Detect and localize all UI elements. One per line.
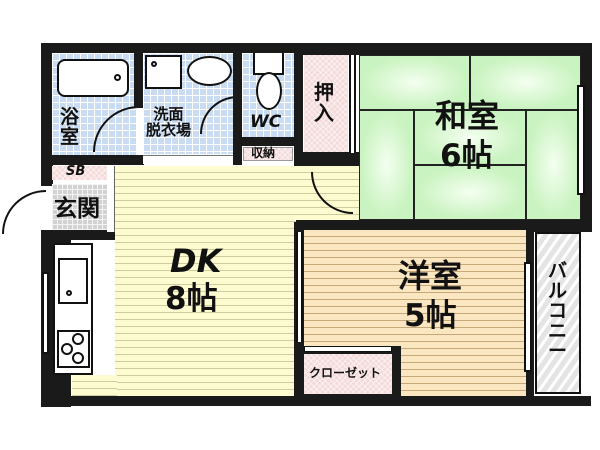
- wall-bath-wash: [134, 53, 143, 108]
- oshiire-closet: [304, 55, 348, 153]
- washitsu-window: [577, 85, 585, 195]
- storage-room: [243, 147, 293, 161]
- tatami-mat: [526, 110, 581, 220]
- outer-wall-top: [41, 43, 361, 55]
- washroom-label: 洗面 脱衣場: [146, 105, 192, 139]
- tatami-mat: [470, 55, 581, 110]
- burner-icon: [72, 352, 84, 364]
- tatami-mat: [359, 55, 470, 110]
- outer-wall-top-right: [296, 43, 592, 55]
- tatami-mat: [359, 110, 414, 220]
- washitsu-name: 和室: [435, 97, 500, 135]
- yoshitsu-sliding-door[interactable]: [296, 232, 303, 342]
- wall-wc-storage: [242, 137, 296, 146]
- oshiire-sliding-door: [349, 55, 356, 153]
- entrance-label: 玄関: [54, 196, 100, 222]
- toilet-bowl-icon: [256, 72, 282, 110]
- wall-wash-wc: [233, 53, 242, 165]
- wall-below-bath: [52, 155, 144, 165]
- washitsu-size: 6帖: [440, 138, 493, 174]
- wall-washitsu-bottom: [296, 220, 592, 232]
- balcony-window[interactable]: [524, 262, 532, 372]
- washroom-bottom-strip: [143, 155, 234, 164]
- shoebox-label: SB: [66, 164, 86, 179]
- washbasin-icon: [187, 56, 232, 86]
- burner-icon: [61, 343, 73, 355]
- burner-icon: [72, 333, 84, 345]
- tatami-mat: [414, 110, 526, 165]
- oshiire-label: 押 入: [314, 80, 334, 125]
- dk-room-lower: [72, 375, 117, 396]
- washitsu-room[interactable]: [359, 55, 581, 220]
- dk-name: DK: [170, 242, 222, 280]
- dk-room[interactable]: [115, 166, 295, 396]
- outer-wall-left: [41, 43, 53, 186]
- shoe-box: [52, 166, 107, 180]
- toilet-label: WC: [250, 112, 282, 132]
- outer-wall-bottom: [41, 396, 591, 406]
- tatami-mat: [414, 165, 526, 220]
- washing-machine-icon: [145, 55, 182, 89]
- kitchen-window: [42, 272, 49, 354]
- closet: [304, 354, 392, 394]
- balcony: [535, 232, 581, 394]
- wall-entrance-bottom: [41, 230, 117, 240]
- wall-below-oshiire: [294, 152, 359, 166]
- closet-doors[interactable]: [304, 346, 392, 352]
- yoshitsu-size: 5帖: [404, 298, 457, 334]
- entrance-step: [107, 166, 115, 232]
- yoshitsu-name: 洋室: [398, 257, 463, 295]
- storage-label: 収納: [251, 146, 276, 160]
- balcony-label: バ ル コ ニ ー: [548, 260, 568, 362]
- washing-machine-dot-icon: [151, 61, 157, 67]
- dk-size: 8帖: [165, 281, 218, 317]
- kitchen-sink-icon: [58, 258, 88, 304]
- bath-label: 浴 室: [60, 106, 80, 148]
- bathtub-drain-icon: [114, 74, 121, 81]
- entrance-door-icon[interactable]: [2, 190, 46, 234]
- entrance-genkan: [52, 184, 107, 230]
- wall-wc-oshiire: [294, 53, 303, 165]
- closet-label: クローゼット: [309, 366, 382, 380]
- sink-drain-icon: [66, 290, 72, 296]
